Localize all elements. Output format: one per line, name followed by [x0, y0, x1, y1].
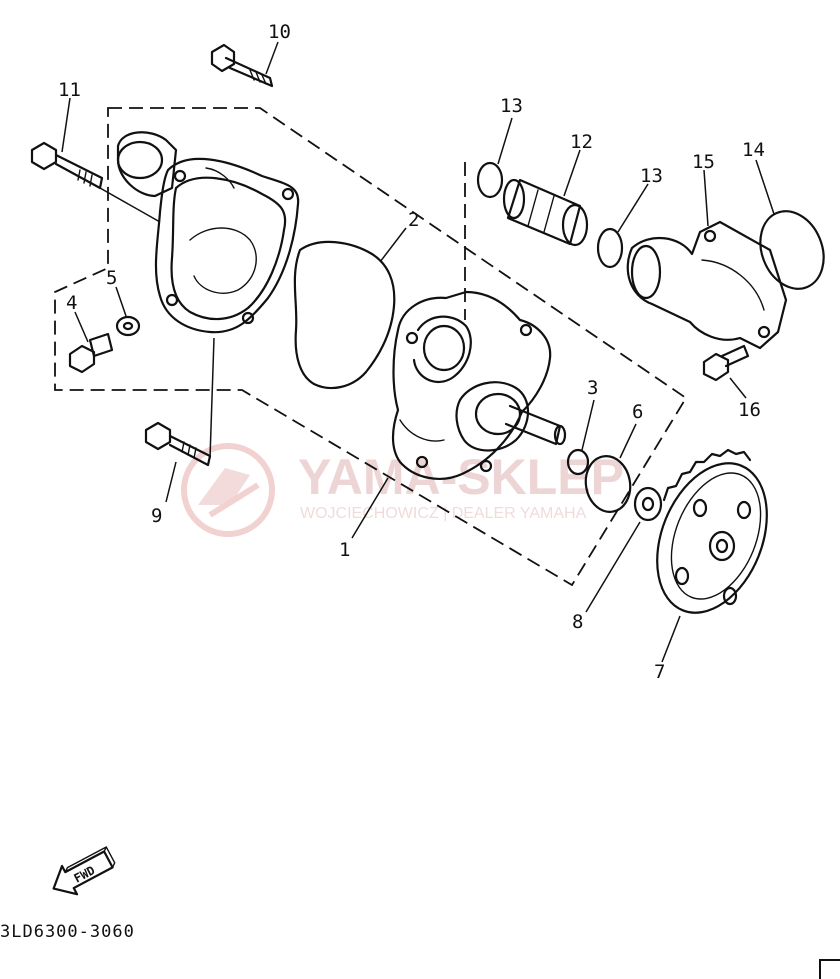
watermark-subtitle: WOJCIECHOWICZ | DEALER YAMAHA: [300, 505, 587, 522]
callout-12: 12: [570, 131, 593, 153]
gasket-2: [293, 227, 407, 390]
circlip-3: [566, 399, 595, 476]
callout-7: 7: [654, 661, 665, 683]
callout-8: 8: [572, 611, 583, 633]
bolt-9: [144, 337, 215, 503]
bolt-10: [210, 41, 279, 88]
callout-4: 4: [66, 292, 77, 314]
callout-6: 6: [632, 401, 643, 423]
bolt-16: [702, 344, 750, 399]
pipe-12: [502, 149, 589, 247]
pump-cover: [116, 131, 300, 334]
impeller-gear-7: [656, 448, 768, 663]
callout-15: 15: [692, 151, 715, 173]
diagram-code: 3LD6300-3060: [0, 922, 135, 942]
callout-13-upper: 13: [500, 95, 523, 117]
watermark: YAMA-SKLEP WOJCIECHOWICZ | DEALER YAMAHA: [181, 443, 624, 537]
fwd-arrow-icon: FWD: [52, 846, 116, 896]
callout-9: 9: [151, 505, 162, 527]
o-ring-13-lower: [596, 183, 649, 269]
o-ring-13-upper: [476, 117, 513, 199]
watermark-title: YAMA-SKLEP: [298, 449, 624, 505]
callout-13-lower: 13: [640, 165, 663, 187]
callout-11: 11: [58, 79, 81, 101]
o-ring-14: [755, 159, 825, 290]
callout-14: 14: [742, 139, 765, 161]
callout-3: 3: [587, 377, 598, 399]
washer-8: [585, 486, 663, 613]
callout-2: 2: [408, 209, 419, 231]
callout-1: 1: [339, 539, 350, 561]
watermark-logo: [181, 443, 275, 537]
drain-washer-5: [115, 286, 141, 337]
o-ring-6: [584, 423, 637, 513]
assembly-outline: [54, 107, 688, 587]
callout-10: 10: [268, 21, 291, 43]
callout-5: 5: [106, 267, 117, 289]
callout-labels: 1 2 3 4 5 6 7 8 9 10 11 12 13 13 14 15 1…: [58, 21, 765, 683]
pump-housing-1: [351, 290, 567, 539]
long-bolt-11: [30, 97, 161, 223]
pipe-elbow-15: [626, 169, 788, 350]
corner-mark: [819, 959, 840, 979]
callout-16: 16: [738, 399, 761, 421]
drain-bolt-4: [68, 311, 114, 374]
